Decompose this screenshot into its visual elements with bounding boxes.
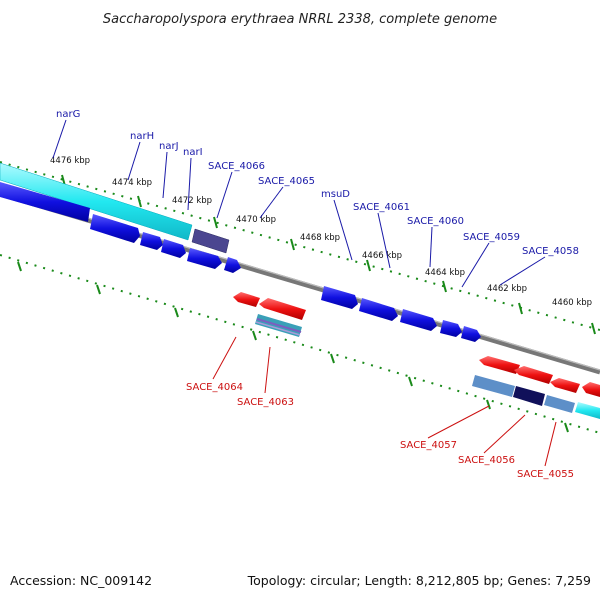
label-SACE_4057[interactable]: SACE_4057 <box>400 440 457 451</box>
gene-SACE_4056[interactable] <box>514 366 553 384</box>
gene-purple[interactable] <box>191 228 230 254</box>
forward-genes <box>0 162 481 342</box>
gene-narJ[interactable] <box>140 232 163 250</box>
label-SACE_4058[interactable]: SACE_4058 <box>522 246 579 257</box>
gene-SACE_4064[interactable] <box>233 292 260 307</box>
tick-label-4470: 4470 kbp <box>236 215 276 225</box>
label-SACE_4060[interactable]: SACE_4060 <box>407 216 464 227</box>
gene-steel-2[interactable] <box>544 395 575 413</box>
gene-msuD[interactable] <box>321 286 358 309</box>
gene-SACE_4066[interactable] <box>187 248 222 269</box>
gene-steel-1[interactable] <box>472 375 515 397</box>
forward-gene-labels: narG narH narJ narI SACE_4066 SACE_4065 … <box>56 109 579 257</box>
forward-tick-row <box>0 161 600 335</box>
gene-SACE_4060[interactable] <box>400 309 437 331</box>
gene-SACE_4055[interactable] <box>550 378 580 393</box>
label-SACE_4056[interactable]: SACE_4056 <box>458 455 515 466</box>
label-msuD[interactable]: msuD <box>321 189 350 200</box>
tick-label-4468: 4468 kbp <box>300 233 340 243</box>
tick-label-4460: 4460 kbp <box>552 298 592 308</box>
gene-SACE_4059[interactable] <box>440 320 462 337</box>
label-narG[interactable]: narG <box>56 109 80 120</box>
gene-navy[interactable] <box>513 386 545 406</box>
tick-label-4464: 4464 kbp <box>425 268 465 278</box>
tick-label-4476: 4476 kbp <box>50 156 90 166</box>
gene-red-edge[interactable] <box>582 382 600 397</box>
tick-label-4462: 4462 kbp <box>487 284 527 294</box>
reverse-label-leaders <box>212 336 557 467</box>
gene-narI[interactable] <box>161 239 186 258</box>
tick-label-4474: 4474 kbp <box>112 178 152 188</box>
gene-narH[interactable] <box>90 214 140 243</box>
kbp-labels: 4476 kbp 4474 kbp 4472 kbp 4470 kbp 4468… <box>50 156 592 308</box>
label-SACE_4063[interactable]: SACE_4063 <box>237 397 294 408</box>
genome-backbone <box>0 191 600 375</box>
label-SACE_4065[interactable]: SACE_4065 <box>258 176 315 187</box>
label-narH[interactable]: narH <box>130 131 154 142</box>
map-title: Saccharopolyspora erythraea NRRL 2338, c… <box>103 12 497 27</box>
reverse-tick-row <box>0 254 600 434</box>
label-SACE_4066[interactable]: SACE_4066 <box>208 161 265 172</box>
tick-label-4472: 4472 kbp <box>172 196 212 206</box>
gene-SACE_4057[interactable] <box>479 356 520 374</box>
label-SACE_4064[interactable]: SACE_4064 <box>186 382 243 393</box>
label-SACE_4055[interactable]: SACE_4055 <box>517 469 574 480</box>
label-narJ[interactable]: narJ <box>159 141 179 152</box>
topology-summary: Topology: circular; Length: 8,212,805 bp… <box>247 573 591 588</box>
tick-label-4466: 4466 kbp <box>362 251 402 261</box>
gene-narG[interactable] <box>0 182 90 222</box>
gene-SACE_4065[interactable] <box>224 257 241 273</box>
gene-cyan-left[interactable] <box>0 162 193 241</box>
accession-text: Accession: NC_009142 <box>10 573 152 588</box>
gene-SACE_4058[interactable] <box>461 326 481 342</box>
label-narI[interactable]: narI <box>183 147 203 158</box>
forward-label-leaders <box>52 119 546 288</box>
gene-SACE_4061[interactable] <box>359 298 398 321</box>
reverse-genes <box>233 292 600 419</box>
gene-SACE_4063[interactable] <box>259 298 306 320</box>
label-SACE_4059[interactable]: SACE_4059 <box>463 232 520 243</box>
reverse-gene-labels: SACE_4064 SACE_4063 SACE_4057 SACE_4056 … <box>186 382 574 480</box>
label-SACE_4061[interactable]: SACE_4061 <box>353 202 410 213</box>
gene-cyan-right[interactable] <box>575 402 600 419</box>
